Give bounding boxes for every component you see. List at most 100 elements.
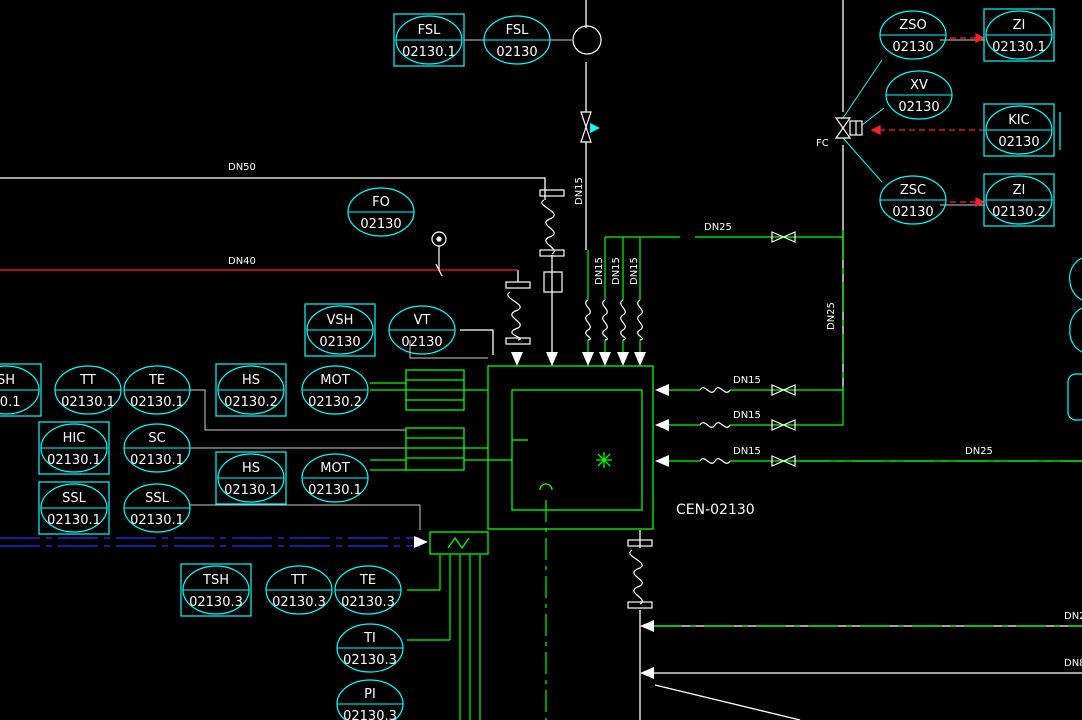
instrument-pi: PI 02130.3 xyxy=(336,679,404,720)
instrument-loop-number: 02130.1 xyxy=(130,453,184,468)
line-labels: DN50 DN40 DN15 DN25 DN25 DN15 DN15 DN15 … xyxy=(228,162,1082,669)
label-dn-edge-2: DN8 xyxy=(1064,658,1082,669)
instrument-function-letters: SSL xyxy=(145,491,170,506)
instrument-zi-1: ZI 02130.1 xyxy=(983,8,1055,62)
instrument-function-letters: SH xyxy=(0,373,15,388)
instrument-tsh-3: TSH 02130.3 xyxy=(180,563,252,617)
instrument-frame xyxy=(0,363,42,417)
instrument-vt: VT 02130 xyxy=(388,305,456,355)
instrument-loop-number: 02130.1 xyxy=(130,513,184,528)
flex-connectors xyxy=(505,189,731,609)
instrument-loop-number: 02130.2 xyxy=(308,395,362,410)
instrument-mot-2: MOT 02130.2 xyxy=(301,365,369,415)
instrument-frame xyxy=(215,451,287,505)
gate-valves xyxy=(580,111,863,467)
instrument-layer: FSL02130.1FSL02130FO02130VSH02130VT02130… xyxy=(0,8,1055,720)
instrument-function-letters: TSH xyxy=(202,573,229,588)
instrument-mot-1: MOT 02130.1 xyxy=(301,453,369,503)
red-signal-arrows xyxy=(870,33,986,207)
instrument-loop-number: 30.1 xyxy=(0,395,20,410)
equipment-tag: CEN-02130 xyxy=(676,502,755,518)
label-dn15-a: DN15 xyxy=(594,257,605,285)
blue-signal-lines xyxy=(0,537,420,547)
instrument-function-letters: MOT xyxy=(320,461,349,476)
instrument-loop-number: 02130.2 xyxy=(224,395,278,410)
label-dn15-b: DN15 xyxy=(611,257,622,285)
instrument-loop-number: 02130.2 xyxy=(992,205,1046,220)
instrument-function-letters: HIC xyxy=(63,431,86,446)
label-dn25-top: DN25 xyxy=(704,222,732,233)
label-dn15-c: DN15 xyxy=(629,257,640,285)
position-switch-lines xyxy=(842,59,885,183)
instrument-hs-1: HS 02130.1 xyxy=(215,451,287,505)
instrument-function-letters: ZI xyxy=(1013,183,1026,198)
top-valve-arrow xyxy=(590,123,600,133)
instrument-loop-number: 02130.3 xyxy=(343,709,397,720)
edge-instruments xyxy=(1059,112,1082,421)
instrument-frame xyxy=(180,563,252,617)
instrument-loop-number: 02130.3 xyxy=(189,595,243,610)
instrument-loop-number: 02130.1 xyxy=(47,513,101,528)
label-dn15-h1: DN15 xyxy=(733,375,761,386)
centrifuge-cen-02130 xyxy=(405,365,654,555)
instrument-function-letters: HS xyxy=(242,373,260,388)
instrument-function-letters: FSL xyxy=(418,23,442,38)
instrument-loop-number: 02130.1 xyxy=(61,395,115,410)
instrument-function-letters: TT xyxy=(290,573,307,588)
instrument-frame xyxy=(983,8,1055,62)
instrument-function-letters: TE xyxy=(148,373,165,388)
instrument-loop-number: 02130 xyxy=(496,45,537,60)
label-dn25-right-vertical: DN25 xyxy=(826,302,837,330)
instrument-loop-number: 02130.3 xyxy=(343,653,397,668)
vt-line xyxy=(460,329,494,355)
instrument-loop-number: 02130 xyxy=(360,217,401,232)
instrument-frame xyxy=(215,363,287,417)
instrument-fsl-1: FSL 02130.1 xyxy=(393,13,465,67)
label-dn25-right: DN25 xyxy=(965,446,993,457)
label-dn15-vertical: DN15 xyxy=(574,177,585,205)
instrument-tsh-1: SH 30.1 xyxy=(0,363,42,417)
instrument-function-letters: FO xyxy=(372,195,390,210)
instrument-loop-number: 02130.1 xyxy=(308,483,362,498)
instrument-loop-number: 02130 xyxy=(998,135,1039,150)
instrument-loop-number: 02130.1 xyxy=(47,453,101,468)
instrument-function-letters: KIC xyxy=(1008,113,1029,128)
instrument-loop-number: 02130 xyxy=(401,335,442,350)
blue-arrow-head xyxy=(414,536,428,548)
inlet-arrows xyxy=(511,352,669,679)
instrument-hic: HIC 02130.1 xyxy=(38,421,110,475)
instrument-ssl-2: SSL 02130.1 xyxy=(123,483,191,533)
instrument-function-letters: PI xyxy=(364,687,376,702)
instrument-function-letters: HS xyxy=(242,461,260,476)
label-dn50: DN50 xyxy=(228,162,256,173)
instrument-kic: KIC 02130 xyxy=(983,103,1055,157)
instrument-function-letters: ZI xyxy=(1013,18,1026,33)
instrument-loop-number: 02130 xyxy=(898,100,939,115)
instrument-loop-number: 02130.1 xyxy=(402,45,456,60)
dn50-line xyxy=(0,177,546,200)
label-dn15-h3: DN15 xyxy=(733,446,761,457)
instrument-zi-2: ZI 02130.2 xyxy=(983,173,1055,227)
instrument-frame xyxy=(38,421,110,475)
instrument-function-letters: VT xyxy=(414,313,431,328)
label-dn15-h2: DN15 xyxy=(733,410,761,421)
instrument-frame xyxy=(304,303,376,357)
instrument-loop-number: 02130.1 xyxy=(992,40,1046,55)
instrument-fo: FO 02130 xyxy=(347,187,415,237)
instrument-function-letters: MOT xyxy=(320,373,349,388)
instrument-loop-number: 02130 xyxy=(892,40,933,55)
label-dn40: DN40 xyxy=(228,256,256,267)
instrument-loop-number: 02130.1 xyxy=(224,483,278,498)
fail-closed-label: FC xyxy=(816,138,829,149)
label-dn-edge-1: DN2 xyxy=(1064,611,1082,622)
instrument-loop-number: 02130.3 xyxy=(341,595,395,610)
